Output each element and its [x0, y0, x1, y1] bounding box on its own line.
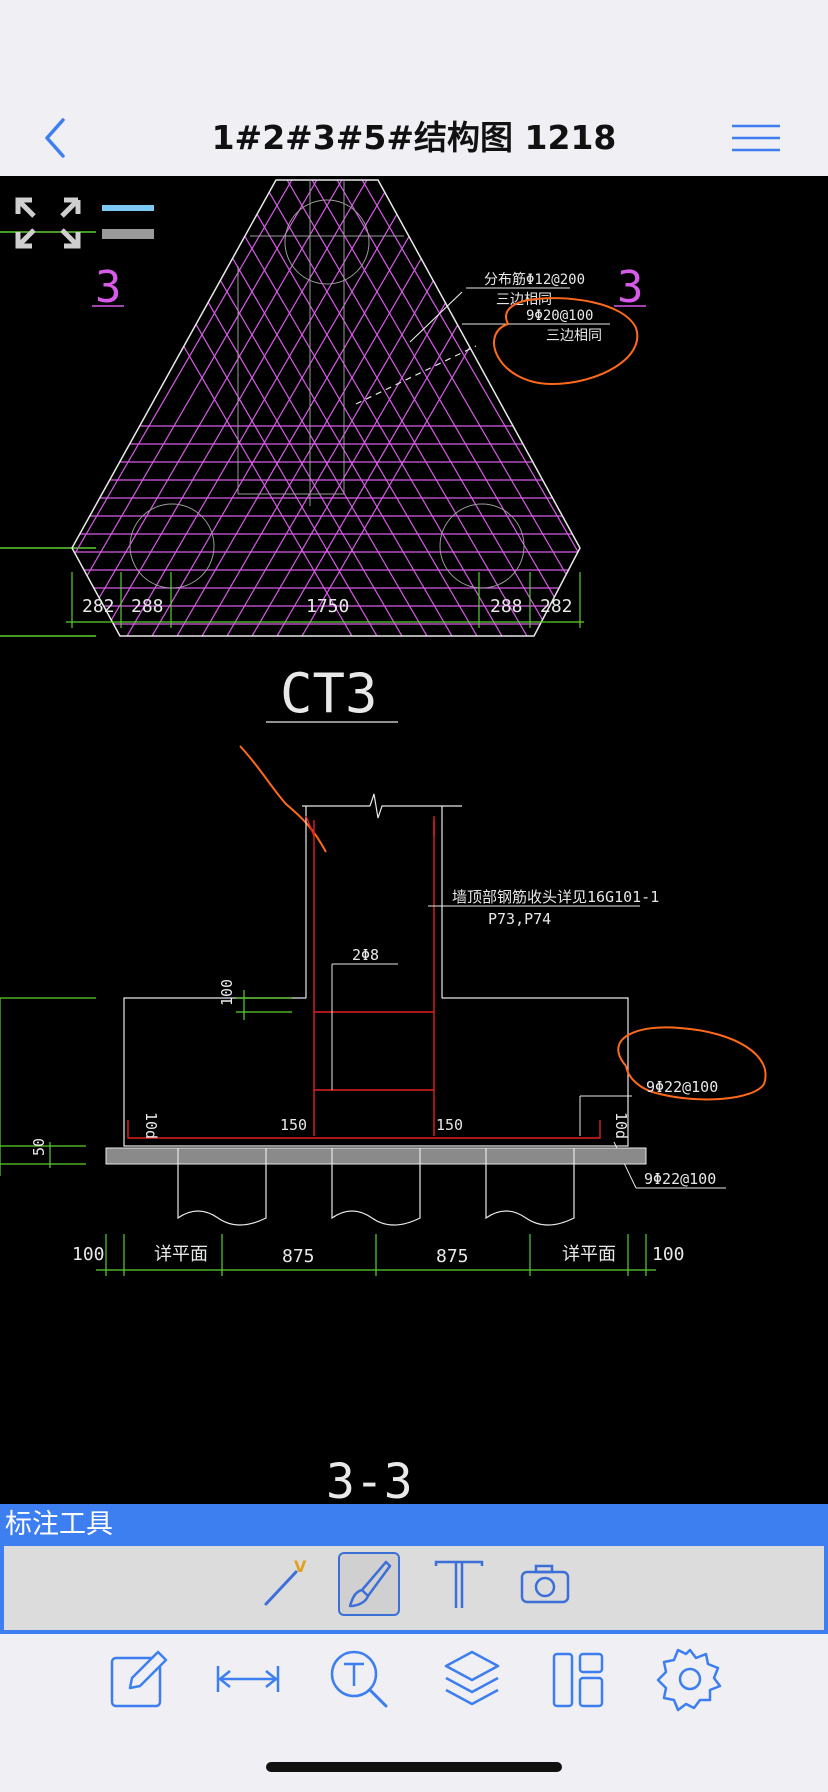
- lap-right-label: 10d: [612, 1112, 630, 1139]
- dim-50-vertical: 50: [30, 1138, 48, 1156]
- text-tool[interactable]: [428, 1552, 490, 1616]
- layout-icon: [552, 1652, 604, 1708]
- dim-282-left: 282: [82, 596, 115, 617]
- text-tool-icon: [434, 1560, 484, 1608]
- plan-labels: 3 3 分布筋Φ12@200 三边相同 9Φ20@100 三边相同: [92, 262, 646, 386]
- plan-dimension-line: [66, 572, 584, 628]
- dim-150-right: 150: [436, 1116, 463, 1134]
- pen-line-tool[interactable]: V: [254, 1552, 316, 1616]
- section-dimension-line: [96, 1234, 656, 1276]
- dim-100-left: 100: [72, 1244, 105, 1265]
- dim-875-left: 875: [282, 1246, 315, 1267]
- chevron-left-icon: [45, 118, 65, 158]
- annotation-circle: [493, 297, 639, 386]
- dim-plan-left: 详平面: [154, 1244, 208, 1265]
- menu-button[interactable]: [726, 110, 786, 166]
- dim-288-left: 288: [131, 596, 164, 617]
- nav-bar: 1#2#3#5#结构图 1218: [0, 100, 828, 176]
- settings-button[interactable]: [656, 1646, 724, 1712]
- wall-note-line1: 墙顶部钢筋收头详见16G101-1: [452, 888, 659, 906]
- bottom-bar-label: 9Φ22@100: [644, 1170, 716, 1188]
- brush-tool-icon: [348, 1560, 392, 1608]
- section-title: 3-3: [326, 1454, 413, 1504]
- dim-100-vertical: 100: [218, 979, 236, 1006]
- layers-button[interactable]: [438, 1646, 506, 1712]
- home-indicator[interactable]: [266, 1762, 562, 1772]
- fit-screen-icon[interactable]: [15, 197, 81, 249]
- edit-icon: [110, 1650, 168, 1708]
- back-button[interactable]: [30, 108, 90, 168]
- annotation-panel-title: 标注工具: [5, 1509, 113, 1540]
- plan-title: CT3: [280, 662, 378, 725]
- plan-dimension-text: 282 288 1750 288 282: [82, 596, 573, 617]
- dist-bar-label: 分布筋Φ12@200: [484, 271, 585, 288]
- brush-tool[interactable]: [338, 1552, 400, 1616]
- plan-edge-lines: [0, 231, 96, 637]
- lap-left-label: 10d: [142, 1112, 160, 1139]
- main-bar-label: 9Φ20@100: [526, 308, 593, 324]
- stirrup-label: 2Φ8: [352, 946, 379, 964]
- measure-button[interactable]: [214, 1646, 282, 1712]
- edit-button[interactable]: [104, 1646, 172, 1712]
- top-bar-label: 9Φ22@100: [646, 1078, 718, 1096]
- svg-text:V: V: [294, 1557, 307, 1576]
- layout-button[interactable]: [546, 1646, 614, 1712]
- hamburger-menu-icon: [732, 124, 780, 152]
- pile-cap-plan: [71, 179, 581, 637]
- section-mark-right: 3: [617, 262, 644, 313]
- pen-line-tool-icon: V: [264, 1557, 307, 1606]
- dim-1750: 1750: [306, 596, 349, 617]
- text-search-button[interactable]: [326, 1646, 394, 1712]
- dim-875-right: 875: [436, 1246, 469, 1267]
- dim-100-right: 100: [652, 1244, 685, 1265]
- camera-tool[interactable]: [514, 1552, 576, 1616]
- layer-toggle-icon[interactable]: [102, 205, 154, 239]
- drawing-canvas[interactable]: 3 3 分布筋Φ12@200 三边相同 9Φ20@100 三边相同 282 28…: [0, 176, 828, 1504]
- page-title: 1#2#3#5#结构图 1218: [211, 118, 617, 157]
- main-bar-note: 三边相同: [546, 328, 602, 344]
- settings-icon: [656, 1648, 722, 1712]
- annotation-toolbar: V: [4, 1546, 824, 1630]
- annotation-panel: 标注工具 V: [0, 1504, 828, 1634]
- camera-icon: [520, 1564, 570, 1604]
- dim-plan-right: 详平面: [562, 1244, 616, 1265]
- section-drawing: [0, 745, 767, 1226]
- wall-note-line2: P73,P74: [488, 910, 551, 928]
- layers-icon: [444, 1650, 500, 1706]
- dim-288-right: 288: [490, 596, 523, 617]
- section-dimension-text: 100 详平面 875 875 详平面 100: [72, 1244, 685, 1267]
- section-mark-left: 3: [95, 262, 122, 313]
- dim-282-right: 282: [540, 596, 573, 617]
- dim-150-left: 150: [280, 1116, 307, 1134]
- text-search-icon: [330, 1650, 388, 1708]
- status-bar: [0, 0, 828, 100]
- section-labels: 墙顶部钢筋收头详见16G101-1 P73,P74 2Φ8 100 50 150…: [30, 888, 718, 1188]
- measure-icon: [216, 1666, 280, 1692]
